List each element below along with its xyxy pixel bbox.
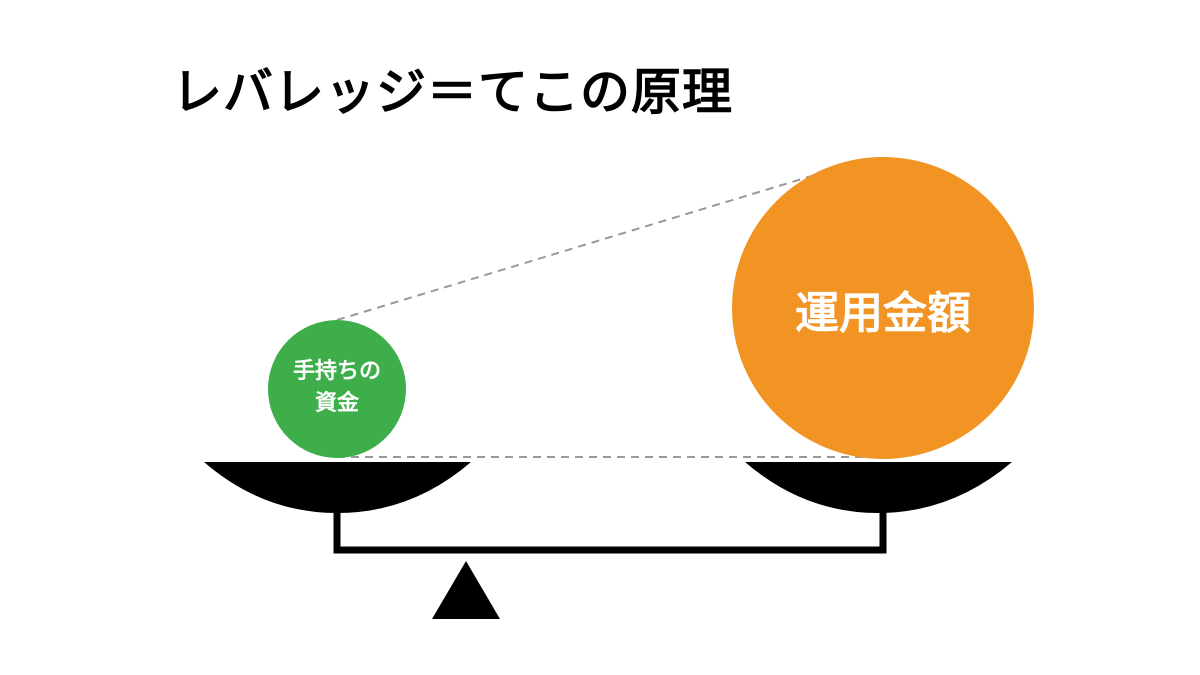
left-pan [204, 462, 471, 513]
small-circle-label: 手持ちの 資金 [268, 356, 406, 420]
fulcrum-triangle [432, 561, 500, 619]
large-circle [732, 157, 1034, 459]
small-circle-label-line2: 資金 [314, 391, 359, 416]
right-pan [745, 462, 1012, 513]
large-circle-label: 運用金額 [795, 288, 971, 339]
diagram-title: レバレッジ＝てこの原理 [172, 63, 733, 121]
small-circle-label-line1: 手持ちの [292, 359, 381, 384]
guide-line-top [336, 167, 839, 321]
balance-beam [333, 505, 887, 554]
small-circle [268, 320, 406, 458]
